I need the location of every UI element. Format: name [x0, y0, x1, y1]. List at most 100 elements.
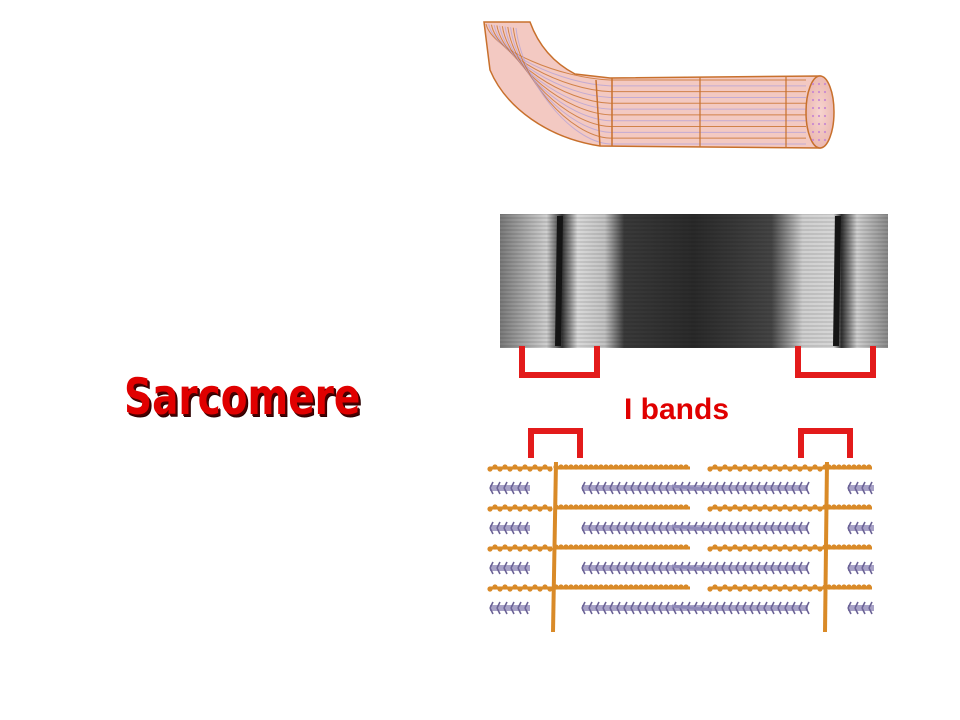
thick-filament-outer-right-head: [868, 561, 873, 575]
thin-filament-left-bead: [598, 464, 604, 470]
thick-filament-outer-right-head: [861, 561, 866, 575]
thin-filament-left-bead: [683, 544, 689, 550]
thick-filament-outer-right: [847, 561, 874, 575]
thin-filament-left-bead: [618, 464, 624, 470]
thin-filament-outer-right-bead: [856, 464, 862, 470]
thin-filament-right-bead: [737, 466, 743, 472]
thin-filament-left-bead: [588, 584, 594, 590]
thin-filament-left-bead: [603, 504, 609, 510]
thin-filament-outer-left-bead: [507, 546, 513, 552]
thick-filament-head: [742, 521, 747, 535]
thin-filament-left-bead: [613, 504, 619, 510]
thin-filament-outer-left: [487, 504, 553, 512]
thick-filament-head: [616, 601, 621, 615]
thin-filament-outer-left-bead: [512, 584, 518, 590]
thick-filament-head: [791, 521, 796, 535]
thin-filament-outer-right-bead: [831, 504, 837, 510]
thick-filament-outer-left-head: [524, 601, 529, 615]
thin-filament-outer-left-bead: [502, 544, 508, 550]
thick-filament-outer-left: [489, 601, 530, 615]
thin-filament-outer-left-bead: [542, 504, 548, 510]
thick-filament-head: [763, 481, 768, 495]
thick-filament-head: [770, 561, 775, 575]
thin-filament-right-bead: [727, 466, 733, 472]
thin-filament-left-bead: [603, 584, 609, 590]
thin-filament-outer-left-bead: [527, 506, 533, 512]
thick-filament-head: [784, 481, 789, 495]
thin-filament-right-bead: [777, 506, 783, 512]
thin-filament-right-bead: [727, 546, 733, 552]
thin-filament-right-bead: [802, 464, 808, 470]
thin-filament-right-bead: [822, 504, 828, 510]
thin-filament-outer-left-bead: [527, 466, 533, 472]
thick-filament-head: [728, 521, 733, 535]
thin-filament-outer-left-bead: [517, 586, 523, 592]
thin-filament-right-bead: [752, 504, 758, 510]
thick-filament-outer-right-shaft: [848, 605, 874, 611]
thick-filament-outer-right: [847, 601, 874, 615]
thin-filament-left-bead: [583, 504, 589, 510]
thin-filament-right-bead: [772, 544, 778, 550]
thin-filament-left-bead: [678, 504, 684, 510]
thin-filament-left-bead: [678, 584, 684, 590]
thin-filament-right-bead: [787, 506, 793, 512]
thick-filament-head: [588, 561, 593, 575]
thick-filament-head: [588, 481, 593, 495]
thin-filament-right-bead: [727, 586, 733, 592]
thick-filament-head: [658, 481, 663, 495]
thin-filament-left-bead: [623, 504, 629, 510]
fiber-stripe: [510, 27, 806, 133]
thin-filament-outer-right-bead: [866, 584, 872, 590]
thin-filament-right-bead: [817, 586, 823, 592]
thin-filament-left-bead: [603, 544, 609, 550]
thin-filament-left-bead: [613, 464, 619, 470]
thin-filament-outer-left-bead: [537, 506, 543, 512]
thin-filament-left-bead: [683, 504, 689, 510]
thin-filament-right-bead: [757, 586, 763, 592]
thin-filament-outer-left-bead: [492, 464, 498, 470]
thick-filament-head: [742, 601, 747, 615]
thick-filament-outer-left: [489, 521, 530, 535]
thin-filament-outer-left-bead: [492, 584, 498, 590]
thick-filament-outer-left-head: [496, 561, 501, 575]
thin-filament-outer-right-bead: [866, 544, 872, 550]
fiber-end-dot: [811, 122, 815, 126]
thin-filament-right-bead: [822, 464, 828, 470]
thin-filament-left: [553, 544, 690, 550]
thick-filament-outer-left-head: [524, 561, 529, 575]
fiber-end-dot: [817, 114, 821, 118]
i-bands-label: I bands: [624, 393, 730, 426]
thin-filament-outer-right: [826, 464, 872, 470]
thick-filament-head: [644, 601, 649, 615]
fiber-end-dot: [823, 82, 827, 86]
thin-filament-right-bead: [717, 506, 723, 512]
thick-filament-head: [770, 521, 775, 535]
fiber-end-dot: [823, 114, 827, 118]
m-line-segment: [671, 604, 713, 612]
thin-filament-outer-right-bead: [826, 504, 832, 510]
thick-filament-outer-left-head: [503, 481, 508, 495]
fiber-stripe: [507, 26, 806, 128]
thin-filament-left-bead: [653, 584, 659, 590]
slide-title: Sarcomere: [124, 368, 361, 426]
thin-filament-outer-left-bead: [542, 584, 548, 590]
thin-filament-outer-left-bead: [537, 466, 543, 472]
thin-filament-right-bead: [817, 466, 823, 472]
thick-filament-head: [798, 521, 803, 535]
thin-filament-outer-left-bead: [547, 466, 553, 472]
thick-filament-head: [588, 601, 593, 615]
thin-filament-outer-left-bead: [492, 544, 498, 550]
thin-filament-left-bead: [643, 584, 649, 590]
thin-filament-right-bead: [772, 464, 778, 470]
thin-filament-right-bead: [707, 466, 713, 472]
thick-filament-head: [609, 521, 614, 535]
thin-filament-right-bead: [732, 504, 738, 510]
thin-filament-left-bead: [663, 504, 669, 510]
thin-filament-outer-left-bead: [517, 506, 523, 512]
thin-filament-right-bead: [722, 584, 728, 590]
thin-filament-outer-right-bead: [826, 544, 832, 550]
thin-filament-outer-left: [487, 544, 553, 552]
thin-filament-left-bead: [673, 544, 679, 550]
fiber-end-dot: [817, 122, 821, 126]
